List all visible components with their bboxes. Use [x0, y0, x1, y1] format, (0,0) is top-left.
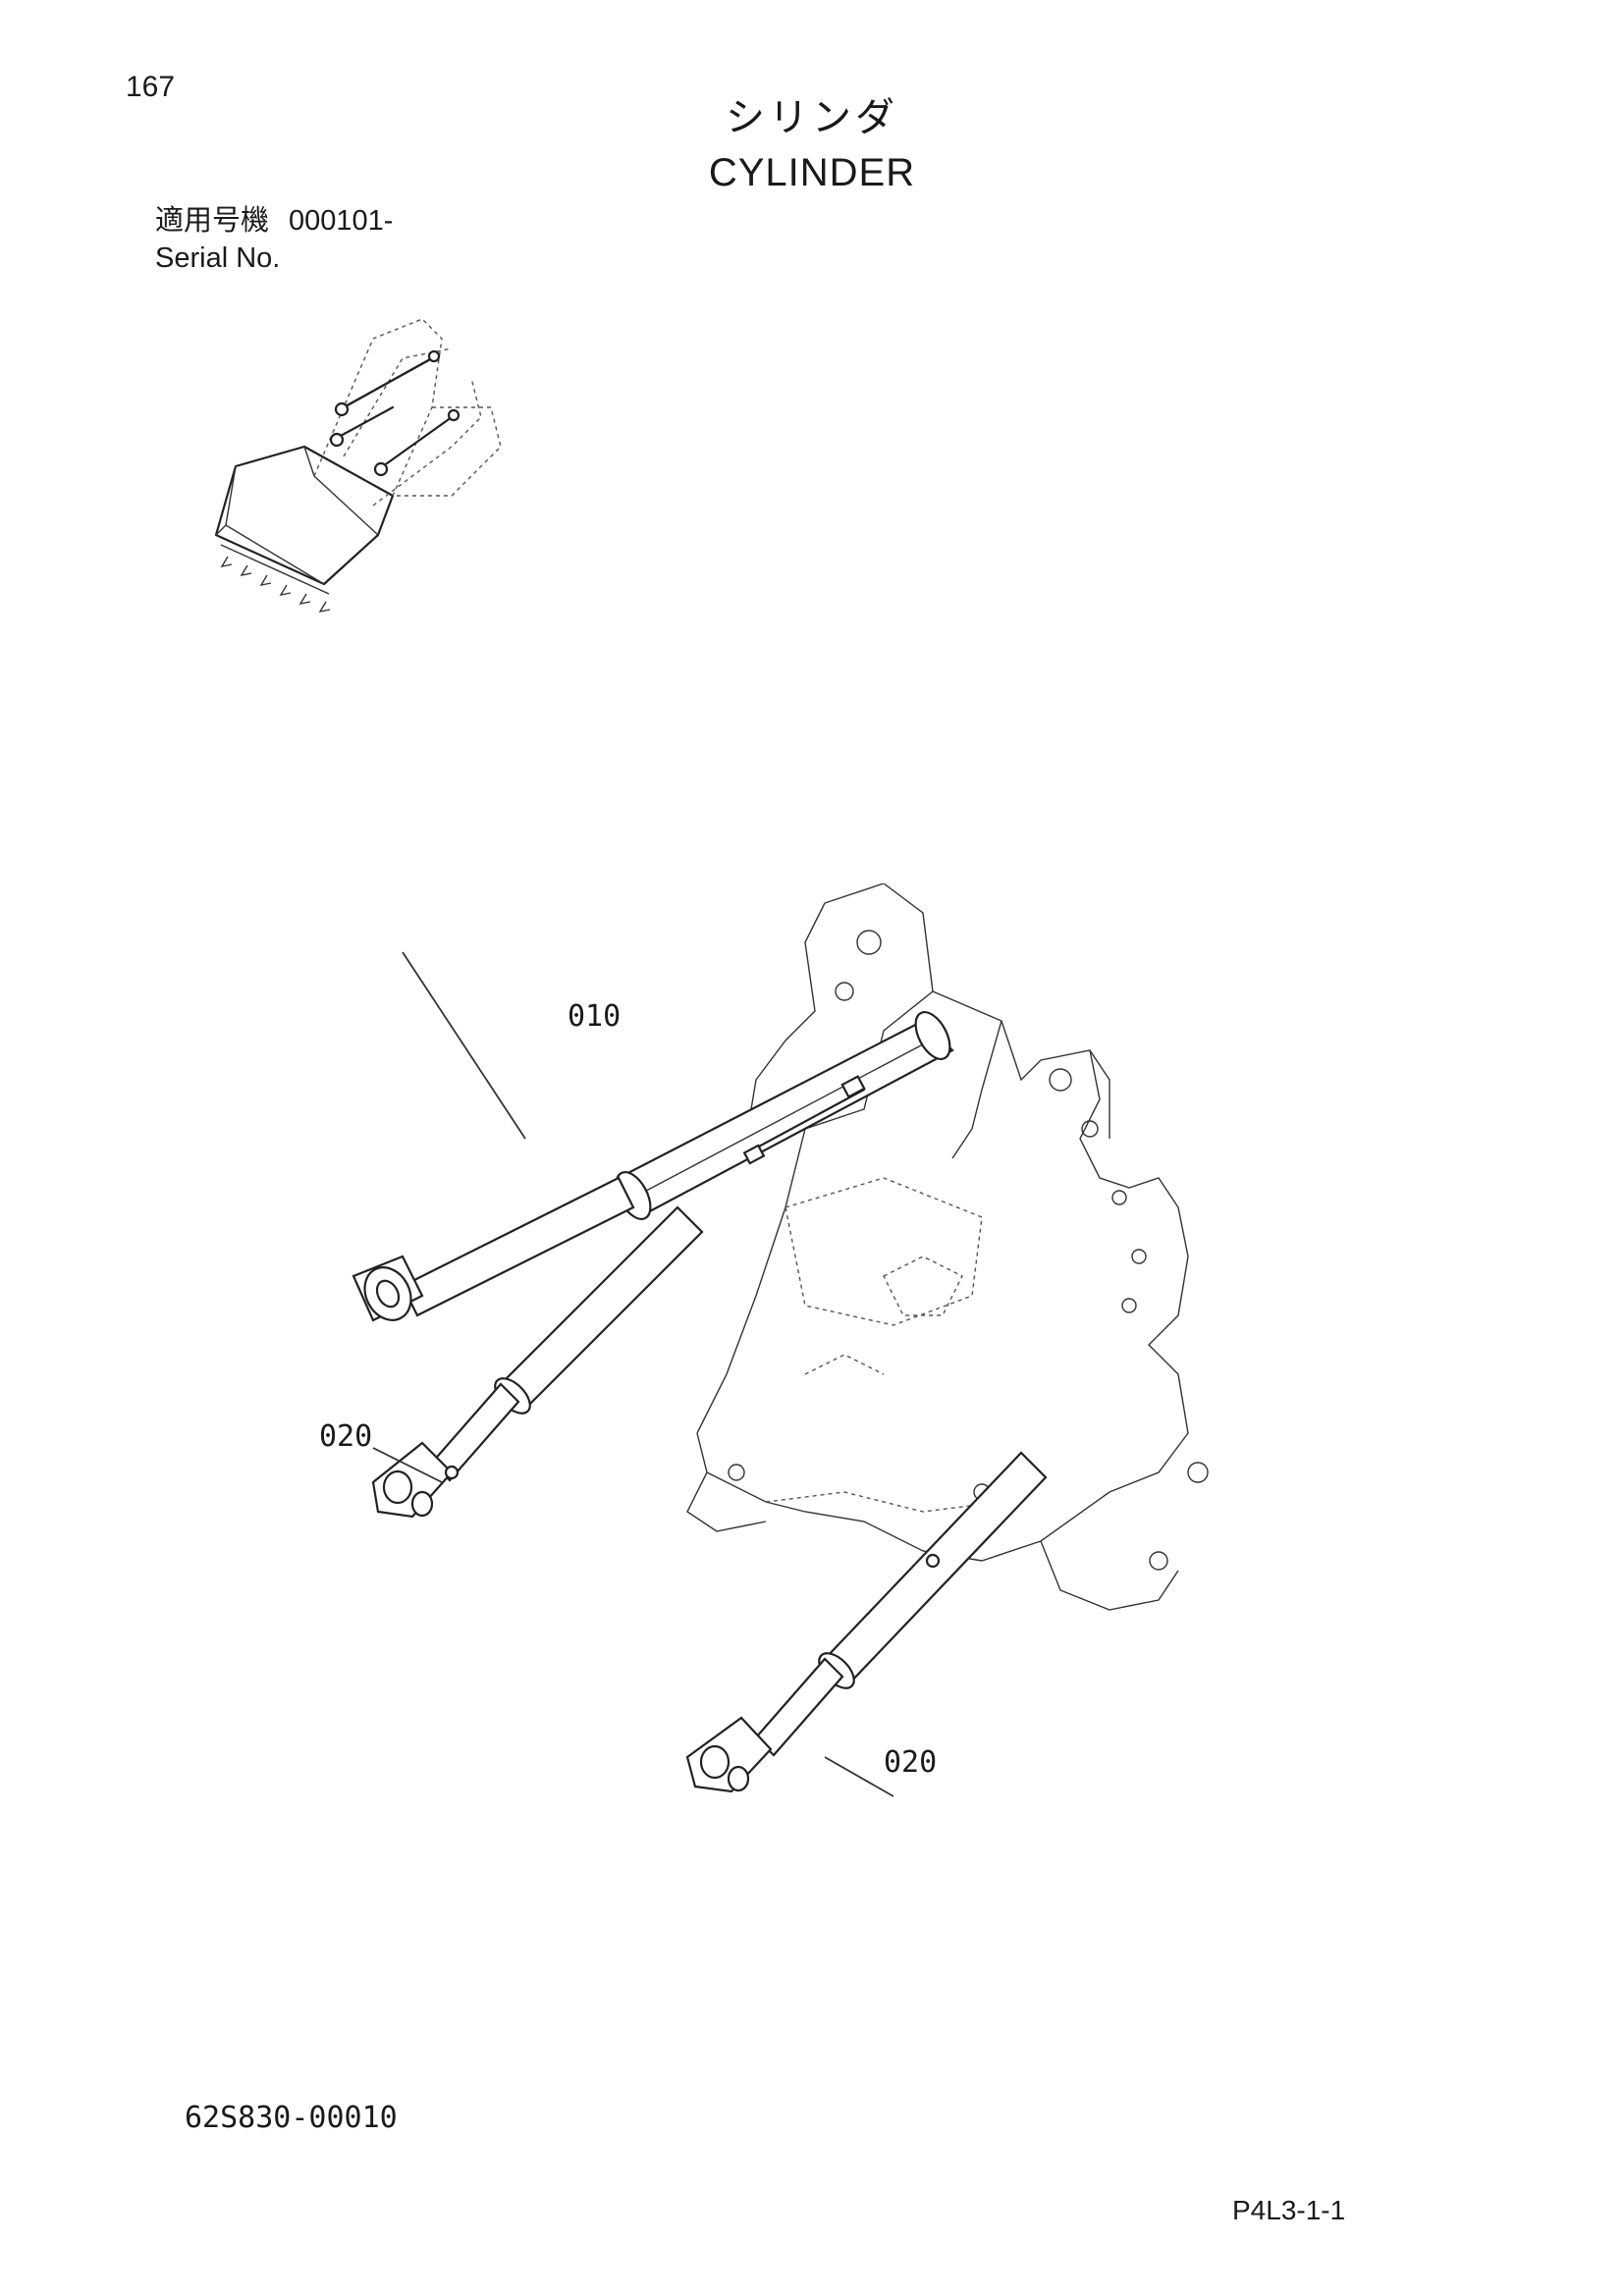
page-ref: P4L3-1-1 [1232, 2195, 1346, 2225]
callout-010: 010 [568, 999, 622, 1034]
serial-row: 適用号機 000101- [155, 202, 393, 240]
serial-block: 適用号機 000101- Serial No. [155, 202, 393, 277]
cylinder-020-left [371, 1205, 704, 1519]
cylinder-020-right [685, 1451, 1048, 1793]
title-block: シリンダ CYLINDER [0, 90, 1624, 200]
serial-label-jp: 適用号機 [155, 205, 270, 237]
page-title-en: CYLINDER [708, 151, 916, 194]
page-number: 167 [126, 71, 176, 103]
wheel-loader-overview-icon [214, 318, 502, 613]
callout-020-right: 020 [884, 1745, 938, 1780]
leader-020-left [372, 1447, 443, 1483]
page-title-jp: シリンダ [726, 95, 898, 140]
serial-value: 000101- [289, 205, 394, 237]
leader-020-right [824, 1756, 894, 1797]
leader-010 [402, 951, 526, 1140]
callout-020-left: 020 [319, 1419, 373, 1454]
drawing-code: 62S830-00010 [185, 2101, 398, 2135]
cylinder-assembly-drawing-icon [352, 883, 1209, 1797]
frame-outline [686, 883, 1209, 1611]
serial-label-en: Serial No. [155, 242, 281, 274]
cylinder-010 [352, 1011, 954, 1322]
